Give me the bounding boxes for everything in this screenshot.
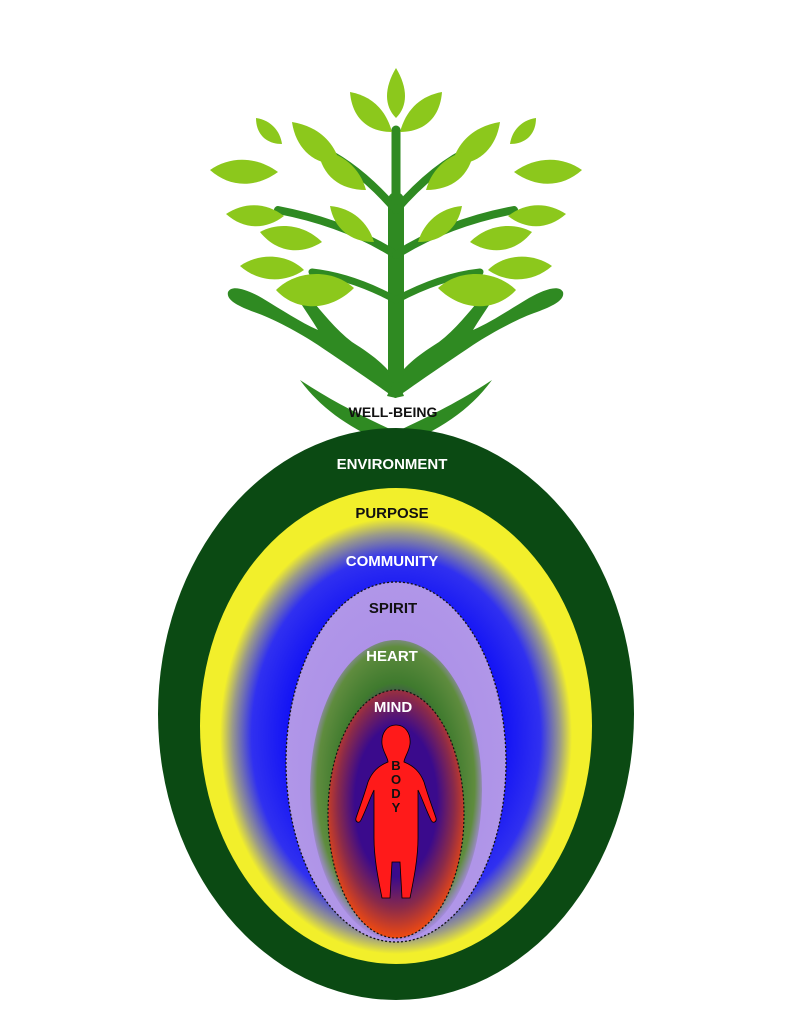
purpose-label: PURPOSE [355,505,428,522]
body-label: B O D Y [391,758,401,815]
human-figure-icon [355,724,437,899]
body-letter: B [391,758,400,773]
community-label: COMMUNITY [346,553,439,570]
body-letter: D [391,786,400,801]
spirit-label: SPIRIT [369,600,417,617]
heart-label: HEART [366,648,418,665]
environment-label: ENVIRONMENT [337,456,448,473]
body-letter: Y [392,800,401,815]
well-being-label: WELL-BEING [349,404,438,420]
body-letter: O [391,772,401,787]
mind-label: MIND [374,699,412,716]
tree-icon [210,68,582,383]
